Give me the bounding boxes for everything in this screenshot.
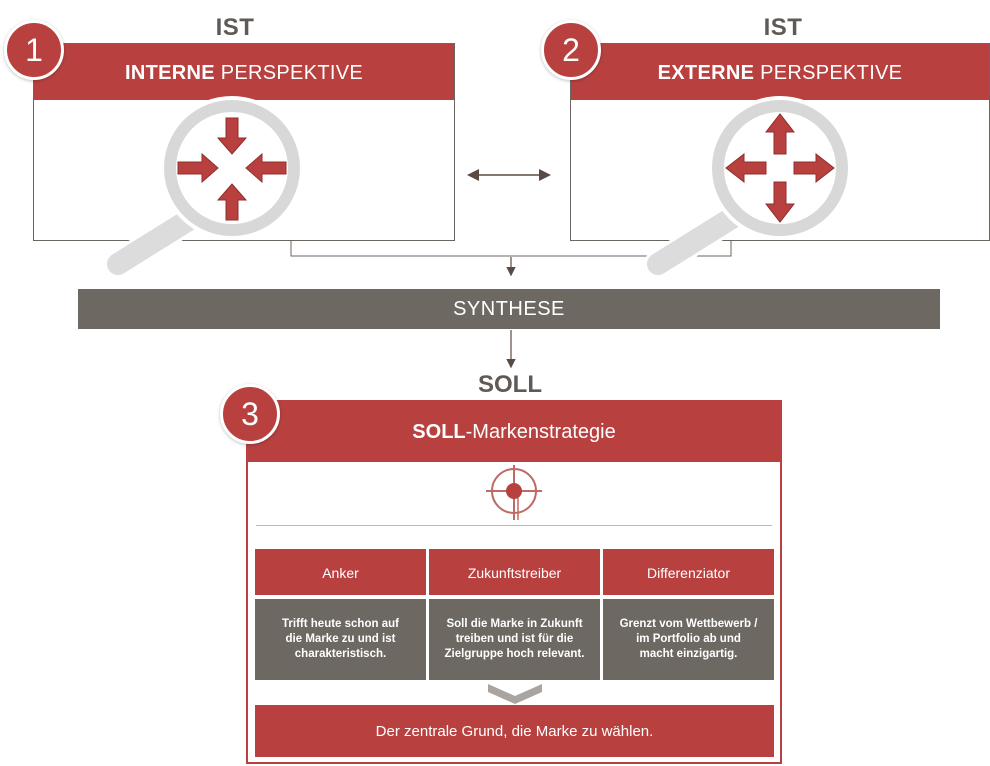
text-line: die Marke zu und ist [285,633,396,645]
column-body-zukunftstreiber: Soll die Marke in Zukunft treiben und is… [429,599,600,680]
soll-strategy-header: SOLL-Markenstrategie [246,400,782,462]
column-body-differenziator: Grenzt vom Wettbewerb / im Portfolio ab … [603,599,774,680]
column-text-differenziator: Grenzt vom Wettbewerb / im Portfolio ab … [620,617,758,662]
chevron-down-icon [488,684,542,704]
text-line: Soll die Marke in Zukunft [446,618,583,630]
column-header-differenziator: Differenziator [603,549,774,595]
ist-label-right: IST [763,14,803,41]
text-line: treiben und ist für die [455,633,574,645]
external-title-bold: EXTERNE [657,62,755,84]
soll-title-rest: -Markenstrategie [465,421,616,443]
step-badge-2: 2 [541,20,601,80]
column-header-anker: Anker [255,549,426,595]
text-line: Grenzt vom Wettbewerb / [619,618,758,630]
column-header-zukunftstreiber: Zukunftstreiber [429,549,600,595]
column-text-anker: Trifft heute schon auf die Marke zu und … [282,617,399,662]
synthesis-bar: SYNTHESE [78,289,940,329]
internal-title-bold: INTERNE [125,62,215,84]
text-line: macht einzigartig. [639,648,738,660]
column-body-anker: Trifft heute schon auf die Marke zu und … [255,599,426,680]
external-perspective-header: EXTERNE PERSPEKTIVE [571,44,989,100]
ist-label-left: IST [215,14,255,41]
step-badge-3: 3 [220,384,280,444]
panel-join-line [290,240,732,257]
step-badge-1: 1 [4,20,64,80]
soll-label: SOLL [478,371,542,398]
text-line: im Portfolio ab und [636,633,741,645]
column-text-zukunftstreiber: Soll die Marke in Zukunft treiben und is… [445,617,585,662]
external-title-rest: PERSPEKTIVE [754,62,903,84]
magnifier-arrows-outward-icon [644,96,852,278]
internal-perspective-header: INTERNE PERSPEKTIVE [34,44,454,100]
crosshair-target-icon [486,465,542,520]
central-reason-bar: Der zentrale Grund, die Marke zu wählen. [255,705,774,757]
card-divider [256,525,772,526]
text-line: Zielgruppe hoch relevant. [444,648,585,660]
soll-title-bold: SOLL [412,421,466,443]
magnifier-arrows-inward-icon [104,96,304,278]
internal-title-rest: PERSPEKTIVE [214,62,363,84]
text-line: Trifft heute schon auf [282,618,399,630]
text-line: charakteristisch. [294,648,387,660]
